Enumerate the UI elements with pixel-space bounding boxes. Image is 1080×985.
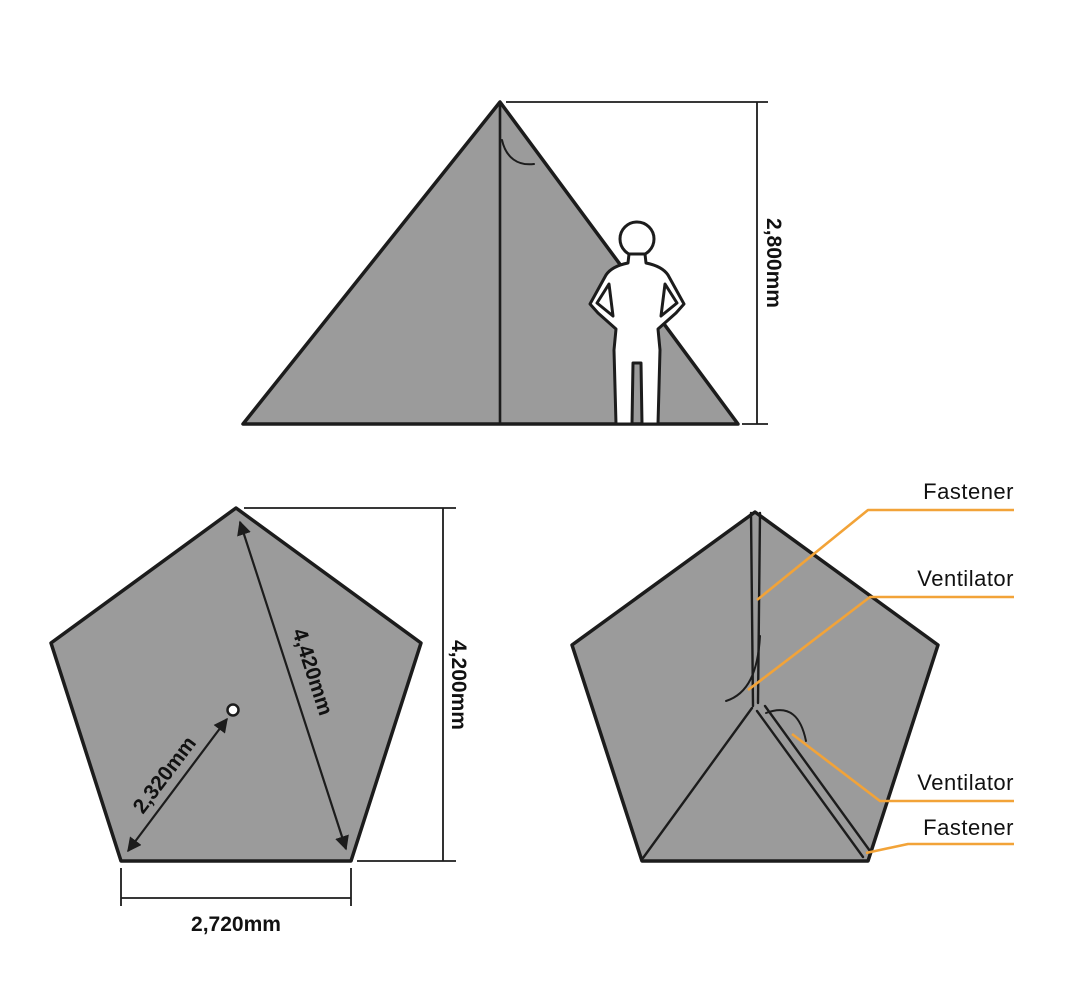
leader-fastener-bottom <box>865 842 1014 855</box>
figure-head <box>618 220 656 258</box>
figure-arm-gap-right <box>659 282 679 318</box>
human-figure <box>588 220 686 426</box>
tent-side-silhouette <box>241 100 740 426</box>
floor-plan-view: 4,420mm 2,320mm 4,200mm 2,720mm <box>49 506 470 936</box>
feature-view: Fastener Ventilator Ventilator Fastener <box>570 479 1014 863</box>
ventilator-bottom-label: Ventilator <box>917 770 1014 795</box>
door-seam-outer <box>763 704 872 853</box>
seam-to-bottom-left <box>641 706 754 860</box>
leader-ventilator-top <box>747 595 1014 692</box>
plan-height-label: 4,200mm <box>447 640 470 730</box>
height-dimension: 2,800mm <box>506 101 785 425</box>
figure-arm-gap-left <box>595 282 615 318</box>
apex-point-marker <box>226 703 240 717</box>
ventilator-flap-top <box>725 635 761 702</box>
radius-dim-arrow <box>127 717 228 853</box>
height-dim-label: 2,800mm <box>762 218 785 308</box>
plan-height-dimension: 4,200mm <box>244 507 470 862</box>
leader-fastener-top <box>756 508 1014 602</box>
side-view: 2,800mm <box>241 100 785 426</box>
ventilator-flap-bottom <box>765 709 807 742</box>
front-seam-right <box>756 511 762 705</box>
diagonal-dim-arrow <box>237 520 349 851</box>
fastener-bottom-label: Fastener <box>923 815 1014 840</box>
side-ventilator-curve <box>501 139 535 166</box>
fastener-top-label: Fastener <box>923 479 1014 504</box>
plan-width-dimension: 2,720mm <box>120 868 352 936</box>
ventilator-top-label: Ventilator <box>917 566 1014 591</box>
pentagon-floor <box>49 506 423 863</box>
pentagon-features <box>570 510 940 863</box>
plan-width-label: 2,720mm <box>191 913 281 936</box>
door-seam-inner <box>755 709 865 859</box>
figure-body <box>588 252 686 426</box>
leader-ventilator-bottom <box>791 732 1014 803</box>
